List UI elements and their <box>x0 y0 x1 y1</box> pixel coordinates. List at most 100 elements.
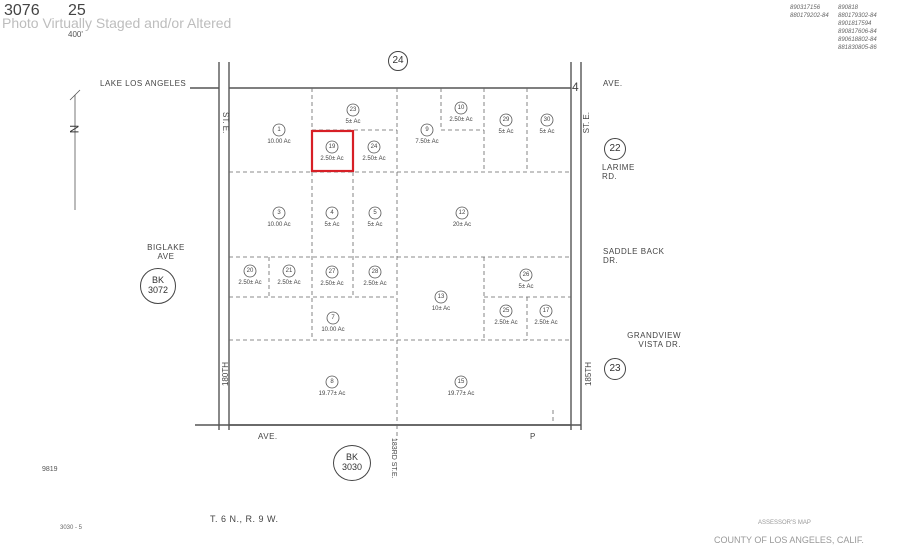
parcel-number-20: 20 <box>247 268 254 274</box>
parcel-area-21: 2.50± Ac <box>277 280 300 286</box>
parcel-area-28: 2.50± Ac <box>363 281 386 287</box>
parcel-circle-8[interactable] <box>325 375 339 389</box>
parcel-circle-23[interactable] <box>346 103 360 117</box>
parcel-number-27: 27 <box>329 269 336 275</box>
parcel-number-3: 3 <box>277 210 281 216</box>
road-lake-los-angeles: LAKE LOS ANGELES <box>100 79 187 88</box>
parcel-area-29: 5± Ac <box>499 129 514 135</box>
parcel-area-15: 19.77± Ac <box>448 391 475 397</box>
parcel-circle-25[interactable] <box>499 304 513 318</box>
parcel-circle-10[interactable] <box>454 101 468 115</box>
parcel-number-5: 5 <box>373 210 377 216</box>
parcel-circle-26[interactable] <box>519 268 533 282</box>
parcel-area-4: 5± Ac <box>325 222 340 228</box>
parcel-area-23: 5± Ac <box>346 119 361 125</box>
parcel-circle-30[interactable] <box>540 113 554 127</box>
parcel-area-9: 7.50± Ac <box>415 139 438 145</box>
parcel-circle-27[interactable] <box>325 265 339 279</box>
parcel-area-20: 2.50± Ac <box>238 280 261 286</box>
parcel-circle-5[interactable] <box>368 206 382 220</box>
road-biglake-ave: BIGLAKE AVE <box>147 243 185 261</box>
parcel-number-30: 30 <box>544 117 551 123</box>
parcel-number-15: 15 <box>458 379 465 385</box>
road-larime-rd: LARIME RD. <box>602 163 635 181</box>
parcel-number-25: 25 <box>503 308 510 314</box>
parcel-number-12: 12 <box>459 210 466 216</box>
township-range: T. 6 N., R. 9 W. <box>210 514 279 524</box>
parcel-area-1: 10.00 Ac <box>267 139 290 145</box>
revision-notes-2: 890818 880179302-84 8901817594 890817606… <box>838 5 877 51</box>
parcel-circle-29[interactable] <box>499 113 513 127</box>
parcel-area-3: 10.00 Ac <box>267 222 290 228</box>
road-north-ave: AVE. <box>603 79 623 88</box>
parcel-number-4: 4 <box>330 210 334 216</box>
parcel-area-7: 10.00 Ac <box>321 327 344 333</box>
watermark-text: Photo Virtually Staged and/or Altered <box>2 15 232 31</box>
parcel-number-13: 13 <box>438 294 445 300</box>
parcel-number-17: 17 <box>543 308 550 314</box>
parcel-area-24: 2.50± Ac <box>362 156 385 162</box>
corner-number: 4 <box>572 80 579 94</box>
map-scale: 400' <box>68 30 83 39</box>
parcel-circle-7[interactable] <box>326 311 340 325</box>
parcel-area-10: 2.50± Ac <box>449 117 472 123</box>
parcel-circle-20[interactable] <box>243 264 257 278</box>
parcel-area-5: 5± Ac <box>368 222 383 228</box>
road-saddle-back-dr: SADDLE BACK DR. <box>603 247 665 265</box>
road-grandview-vista-dr: GRANDVIEW VISTA DR. <box>627 331 681 349</box>
parcel-circle-4[interactable] <box>325 206 339 220</box>
block-number-top: 24 <box>388 51 408 71</box>
parcel-number-9: 9 <box>425 127 429 133</box>
parcel-number-23: 23 <box>350 107 357 113</box>
parcel-number-7: 7 <box>331 315 335 321</box>
map-number: 3076 <box>4 2 40 19</box>
map-code-bottom: 3030 - 5 <box>60 525 83 531</box>
parcel-circle-9[interactable] <box>420 123 434 137</box>
parcel-number-19: 19 <box>329 144 336 150</box>
parcel-area-26: 5± Ac <box>519 284 534 290</box>
parcel-circle-21[interactable] <box>282 264 296 278</box>
parcel-area-12: 20± Ac <box>453 222 471 228</box>
parcel-circle-3[interactable] <box>272 206 286 220</box>
parcel-area-27: 2.50± Ac <box>320 281 343 287</box>
parcel-circle-13[interactable] <box>434 290 448 304</box>
parcel-area-8: 19.77± Ac <box>319 391 346 397</box>
parcel-circle-12[interactable] <box>455 206 469 220</box>
assessor-title: ASSESSOR'S MAP <box>758 520 811 526</box>
parcel-area-25: 2.50± Ac <box>494 320 517 326</box>
road-south-ave: AVE. <box>258 432 278 441</box>
assessor-county: COUNTY OF LOS ANGELES, CALIF. <box>714 535 864 545</box>
parcel-circle-15[interactable] <box>454 375 468 389</box>
street-185th: 185TH <box>584 362 593 387</box>
map-code-left: 9819 <box>42 466 58 473</box>
street-180th: 180TH <box>221 362 230 387</box>
page-number: 25 <box>68 2 86 19</box>
parcel-area-17: 2.50± Ac <box>534 320 557 326</box>
highlighted-parcel-19[interactable] <box>310 129 355 173</box>
parcel-circle-28[interactable] <box>368 265 382 279</box>
parcel-number-29: 29 <box>503 117 510 123</box>
road-south-p: P <box>530 432 536 441</box>
parcel-number-10: 10 <box>458 105 465 111</box>
parcel-circle-19[interactable] <box>325 140 339 154</box>
north-arrow-icon: N <box>67 124 82 134</box>
parcel-number-24: 24 <box>371 144 378 150</box>
block-number-right-upper: 22 <box>604 138 626 160</box>
parcel-circle-1[interactable] <box>272 123 286 137</box>
block-number-right-lower: 23 <box>604 358 626 380</box>
parcel-number-21: 21 <box>286 268 293 274</box>
street-180th-st-e: ST. E. <box>221 112 230 134</box>
parcel-circle-17[interactable] <box>539 304 553 318</box>
street-185th-st-e: ST. E. <box>582 112 591 134</box>
parcel-number-8: 8 <box>330 379 334 385</box>
parcel-circle-24[interactable] <box>367 140 381 154</box>
parcel-lines <box>229 88 571 440</box>
parcel-number-28: 28 <box>372 269 379 275</box>
parcel-area-30: 5± Ac <box>540 129 555 135</box>
revision-notes: 890317156 880179202-84 <box>790 5 829 19</box>
parcel-number-26: 26 <box>523 272 530 278</box>
